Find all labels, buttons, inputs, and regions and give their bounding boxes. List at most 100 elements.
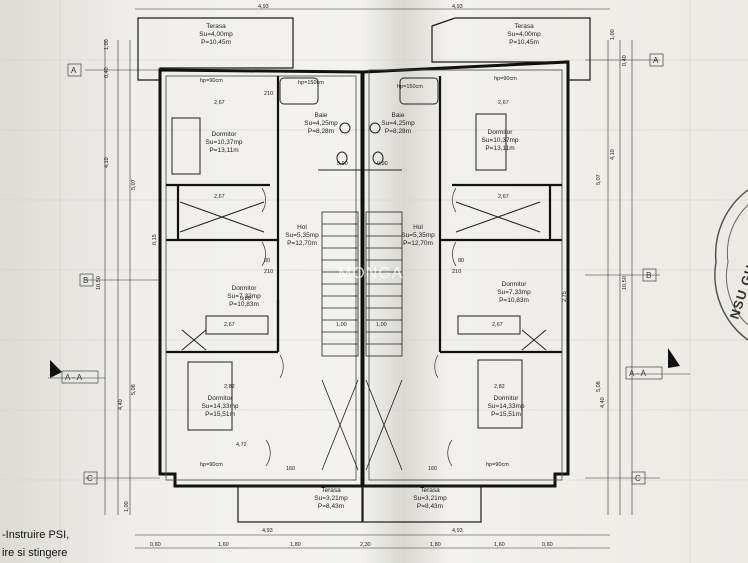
grid-marker-b-left bbox=[79, 273, 94, 287]
room-name: Baie bbox=[391, 112, 404, 119]
dim-label: hp=90cm bbox=[486, 462, 509, 468]
watermark: MONGA bbox=[338, 265, 403, 282]
dim-label: 10,50 bbox=[96, 276, 102, 290]
room-area: Su=4,25mp bbox=[304, 120, 338, 127]
dim-label: 0,90 bbox=[337, 161, 348, 167]
grid-label-c-left: C bbox=[87, 474, 93, 483]
room-name: Baie bbox=[314, 112, 327, 119]
room-name: Dormitor bbox=[212, 131, 238, 138]
dim-label: 0,40 bbox=[104, 67, 110, 78]
dim-label: 5,08 bbox=[596, 381, 602, 392]
room-name: Hol bbox=[413, 224, 423, 231]
dim-label: 80 bbox=[264, 258, 270, 264]
dim-label: 4,93 bbox=[262, 528, 273, 534]
grid-marker-a-left bbox=[67, 63, 82, 77]
dim-label: 2,82 bbox=[224, 384, 235, 390]
room-name: Hol bbox=[297, 224, 307, 231]
dim-label: 210 bbox=[452, 269, 461, 275]
dim-label: hp=90cm bbox=[200, 462, 223, 468]
room-area: Su=5,35mp bbox=[401, 232, 435, 239]
room-area: Su=3,21mp bbox=[413, 495, 447, 502]
grid-marker-a-right bbox=[649, 53, 664, 67]
room-area: Su=7,33mp bbox=[497, 289, 531, 296]
room-name: Terasa bbox=[420, 487, 440, 494]
room-area: Su=4,00mp bbox=[199, 31, 233, 38]
dim-label: 1,60 bbox=[218, 542, 229, 548]
room-perimeter: P=10,45m bbox=[201, 39, 231, 46]
dim-label: 0,90 bbox=[377, 161, 388, 167]
room-name: Terasa bbox=[514, 23, 534, 30]
dim-label: 80 bbox=[458, 258, 464, 264]
dim-label: 210 bbox=[264, 269, 273, 275]
room-perimeter: P=8,43m bbox=[417, 503, 443, 510]
dim-label: 5,08 bbox=[131, 384, 137, 395]
closet-left bbox=[179, 201, 265, 233]
room-perimeter: P=12,70m bbox=[287, 240, 317, 247]
dim-label: 0,40 bbox=[622, 55, 628, 66]
grid-marker-c-right bbox=[631, 471, 646, 485]
dim-label: 1,00 bbox=[336, 322, 347, 328]
sink-right bbox=[369, 122, 381, 134]
dim-label: hp=90cm bbox=[200, 78, 223, 84]
stamp-circle bbox=[714, 189, 748, 341]
dim-label: 210 bbox=[264, 91, 273, 97]
dim-label: 2,82 bbox=[494, 384, 505, 390]
room-area: Su=14,33mp bbox=[201, 403, 238, 410]
dim-label: 4,10 bbox=[104, 157, 110, 168]
grid-marker-b-right bbox=[642, 268, 657, 282]
dim-label: 1,80 bbox=[290, 542, 301, 548]
room-name: Terasa bbox=[321, 487, 341, 494]
room-name: Dormitor bbox=[488, 129, 514, 136]
toilet-left bbox=[336, 151, 348, 165]
dim-label: 1,00 bbox=[124, 501, 130, 512]
bed-left-1 bbox=[171, 117, 201, 175]
dim-label: 1,60 bbox=[494, 542, 505, 548]
grid-marker-c-left bbox=[83, 471, 98, 485]
dim-label: 1,00 bbox=[610, 29, 616, 40]
room-perimeter: P=8,28m bbox=[385, 128, 411, 135]
dim-label: 2,67 bbox=[498, 100, 509, 106]
section-box-right bbox=[625, 366, 663, 380]
dim-label: 0,15 bbox=[152, 234, 158, 245]
wardrobe-right bbox=[457, 315, 521, 335]
dim-label: 4,93 bbox=[452, 4, 463, 10]
grid-label-b-right: B bbox=[646, 271, 651, 280]
staircase bbox=[321, 211, 403, 471]
room-perimeter: P=10,45m bbox=[509, 39, 539, 46]
room-area: Su=4,25mp bbox=[381, 120, 415, 127]
dim-label: hp=150cm bbox=[298, 80, 324, 86]
room-perimeter: P=15,51m bbox=[205, 411, 235, 418]
room-perimeter: P=13,11m bbox=[485, 145, 514, 152]
room-perimeter: P=13,11m bbox=[209, 147, 238, 154]
dim-label: hp=90cm bbox=[494, 76, 517, 82]
room-name: Dormitor bbox=[502, 281, 528, 288]
dim-label: 4,10 bbox=[610, 149, 616, 160]
room-name: Dormitor bbox=[494, 395, 520, 402]
section-arrow-left bbox=[50, 360, 62, 378]
room-perimeter: P=8,43m bbox=[318, 503, 344, 510]
grid-label-a-left: A bbox=[71, 66, 77, 75]
room-perimeter: P=12,70m bbox=[403, 240, 433, 247]
side-note-line-2: ire si stingere bbox=[2, 547, 67, 559]
dim-label: 1,00 bbox=[376, 322, 387, 328]
dim-label: 2,75 bbox=[562, 291, 568, 302]
sink-left bbox=[339, 122, 351, 134]
room-area: Su=4,00mp bbox=[507, 31, 541, 38]
dim-label: 1,00 bbox=[104, 39, 110, 50]
dim-label: 0,60 bbox=[542, 542, 553, 548]
room-perimeter: P=15,51m bbox=[491, 411, 521, 418]
room-area: Su=5,35mp bbox=[285, 232, 319, 239]
bathtub-left bbox=[279, 77, 319, 105]
room-area: Su=3,21mp bbox=[314, 495, 348, 502]
dim-label: 2,67 bbox=[214, 100, 225, 106]
dim-label: 160 bbox=[286, 466, 295, 472]
dim-label: 160 bbox=[428, 466, 437, 472]
dim-label: 1,80 bbox=[430, 542, 441, 548]
bed-left-3 bbox=[187, 361, 233, 431]
dim-label: 4,40 bbox=[600, 397, 606, 408]
section-arrow-right bbox=[668, 348, 680, 368]
section-label-right: A - A bbox=[629, 369, 647, 378]
section-box-left bbox=[61, 370, 99, 384]
dim-label: 2,67 bbox=[224, 322, 235, 328]
